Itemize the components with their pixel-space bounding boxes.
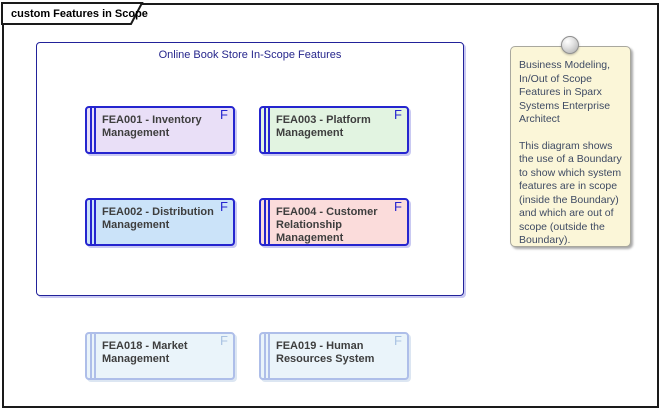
feature-lines-icon — [268, 334, 270, 378]
note-paragraph: Business Modeling, In/Out of Scope Featu… — [519, 59, 611, 125]
feature-f-icon: F — [220, 333, 228, 348]
feature-f-icon: F — [220, 199, 228, 214]
feature-label: FEA001 - Inventory Management — [102, 114, 202, 139]
feature-f-icon: F — [394, 107, 402, 122]
feature-lines-icon — [94, 200, 96, 244]
feature-lines-icon — [90, 200, 92, 244]
feature-lines-icon — [94, 334, 96, 378]
note-paragraph: This diagram shows the use of a Boundary… — [519, 139, 622, 247]
pin-icon — [561, 36, 579, 54]
diagram-tab-shape — [1, 2, 144, 25]
feature-lines-icon — [268, 200, 270, 244]
boundary-title: Online Book Store In-Scope Features — [158, 49, 342, 61]
feature-lines-icon — [94, 108, 96, 152]
feature-lines-icon — [264, 334, 266, 378]
feature-label: FEA003 - Platform Management — [276, 114, 371, 139]
feature-label: FEA002 - Distribution Management — [102, 206, 214, 231]
feature-fea019[interactable]: F FEA019 - Human Resources System — [259, 332, 409, 380]
feature-lines-icon — [264, 200, 266, 244]
feature-lines-icon — [264, 108, 266, 152]
feature-label: FEA018 - Market Management — [102, 340, 188, 365]
feature-label: FEA019 - Human Resources System — [276, 340, 375, 365]
feature-fea001[interactable]: F FEA001 - Inventory Management — [85, 106, 235, 154]
note-sticky[interactable]: Business Modeling, In/Out of Scope Featu… — [510, 36, 631, 247]
feature-label: FEA004 - Customer Relationship Managemen… — [276, 206, 378, 244]
feature-f-icon: F — [394, 333, 402, 348]
feature-f-icon: F — [394, 199, 402, 214]
feature-fea002[interactable]: F FEA002 - Distribution Management — [85, 198, 235, 246]
diagram-tab-label[interactable]: custom Features in Scope — [11, 8, 148, 20]
feature-fea004[interactable]: F FEA004 - Customer Relationship Managem… — [259, 198, 409, 246]
feature-lines-icon — [90, 108, 92, 152]
feature-fea018[interactable]: F FEA018 - Market Management — [85, 332, 235, 380]
feature-f-icon: F — [220, 107, 228, 122]
feature-lines-icon — [268, 108, 270, 152]
feature-fea003[interactable]: F FEA003 - Platform Management — [259, 106, 409, 154]
boundary-in-scope[interactable]: Online Book Store In-Scope Features — [36, 42, 464, 296]
feature-lines-icon — [90, 334, 92, 378]
